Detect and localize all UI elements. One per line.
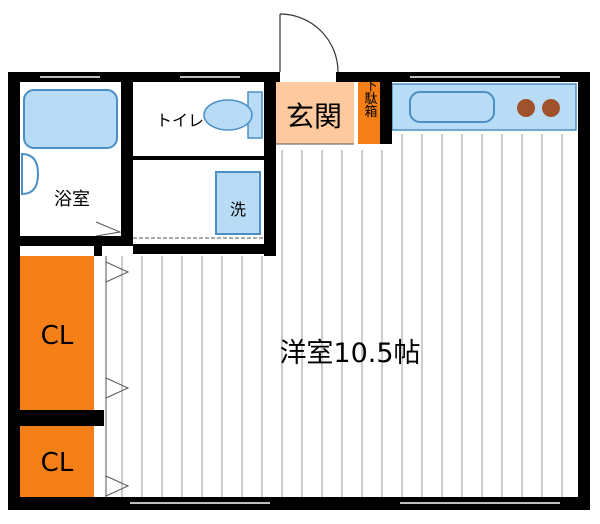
washer-area: [133, 168, 264, 244]
closet-lower-label: CL: [41, 448, 74, 478]
bathtub: [23, 89, 118, 149]
windows: [40, 76, 560, 504]
kitchen: [391, 83, 577, 131]
entrance-label: 玄関: [286, 100, 342, 133]
closet-lower: [20, 426, 94, 497]
entrance-floor: [276, 82, 354, 144]
entry-door-swing: [279, 13, 339, 73]
toilet-room: [133, 82, 264, 159]
western-room-flooring: [121, 134, 563, 497]
stove-burner-left: [517, 99, 535, 117]
washing-machine: [215, 171, 261, 235]
shoe-box: [358, 82, 380, 144]
walls: [8, 72, 590, 510]
closet-upper-label: CL: [41, 321, 74, 351]
toilet-label: トイレ: [156, 111, 204, 130]
washer-label: 洗: [230, 200, 246, 219]
western-room-label: 洋室10.5帖: [279, 338, 420, 369]
toilet-bowl: [203, 99, 253, 131]
closet-door-marks: [105, 256, 130, 497]
stove-burner-right: [542, 99, 560, 117]
bath-label: 浴室: [54, 189, 90, 210]
kitchen-sink: [409, 91, 495, 123]
bath-sink: [21, 152, 40, 196]
bathroom: [20, 82, 122, 237]
closet-upper: [20, 256, 94, 410]
shoe-box-label: 下駄箱: [362, 79, 378, 118]
